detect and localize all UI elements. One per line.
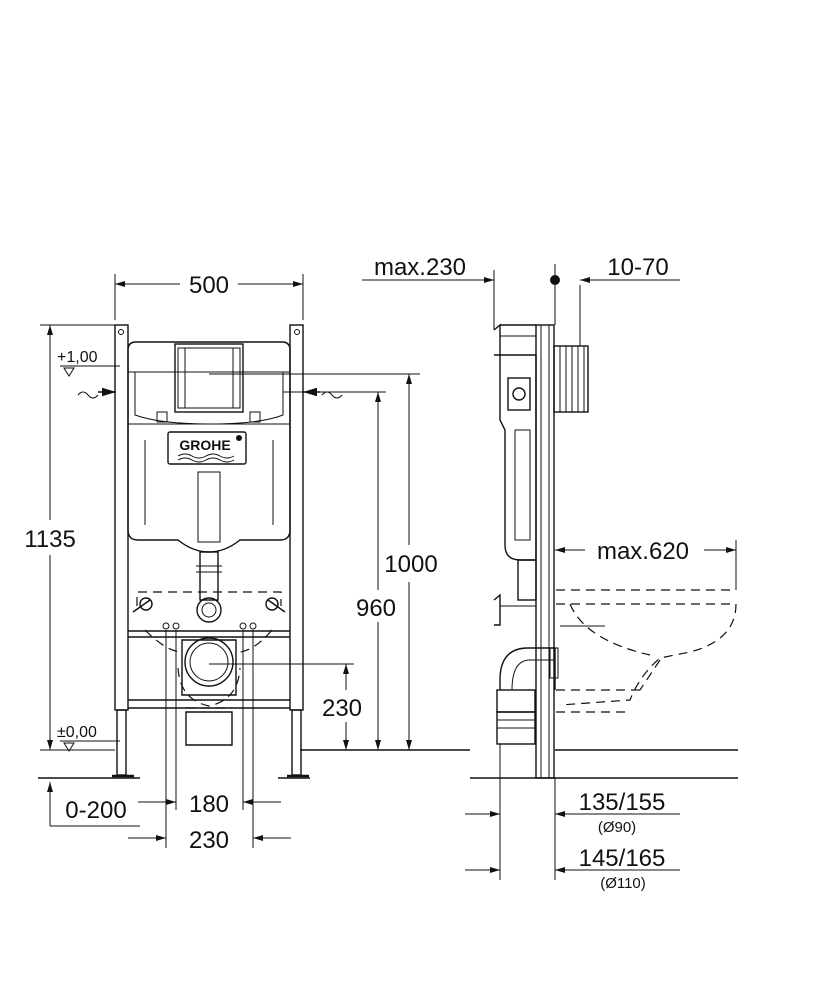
actuator-thread — [553, 345, 589, 413]
flush-plate-opening — [174, 343, 244, 413]
cistern: GROHE — [127, 341, 291, 553]
dim-height-1135: 1135 — [24, 324, 115, 751]
side-waste-pipe — [496, 647, 556, 745]
side-view: max.230 10-70 max.620 135/155 (Ø90) — [362, 254, 738, 892]
wc-bowl-outline — [549, 589, 737, 713]
outlet-90-label: 135/155 — [579, 789, 666, 816]
outlet-90-diameter: (Ø90) — [598, 819, 636, 836]
spacing-180-label: 180 — [189, 791, 229, 818]
offset-label: 0-200 — [65, 797, 126, 824]
flush-connection — [132, 551, 286, 653]
wall-adjust-label: 10-70 — [607, 254, 668, 281]
dim-10-70: 10-70 — [550, 254, 680, 346]
width-label: 500 — [189, 272, 229, 299]
dim-height-230: 230 — [322, 664, 362, 750]
side-cistern — [499, 354, 537, 601]
dim-max-620: max.620 — [555, 538, 737, 590]
dim-height-1000: 1000 — [384, 374, 438, 750]
dim-height-960: 960 — [283, 391, 396, 750]
dim-offset-0-200: 0-200 — [47, 782, 140, 827]
bowl-projection-label: max.620 — [597, 538, 689, 565]
max-depth-label: max.230 — [374, 254, 466, 281]
dim-spacing-230: 230 — [128, 630, 291, 854]
spacing-230-label: 230 — [189, 827, 229, 854]
outlet-110-diameter: (Ø110) — [600, 875, 646, 892]
height-total-label: 1135 — [24, 526, 76, 553]
level-marker-zero: ±0,00 — [57, 724, 120, 752]
height-230-label: 230 — [322, 695, 362, 722]
height-1000-label: 1000 — [384, 551, 437, 578]
level-marker-top: +1,00 — [57, 349, 120, 377]
dim-max-230: max.230 — [362, 254, 495, 330]
level-top-label: +1,00 — [57, 349, 98, 366]
frame — [112, 324, 309, 778]
dim-135-155: 135/155 (Ø90) — [465, 744, 680, 880]
dim-145-165: 145/165 (Ø110) — [465, 845, 680, 892]
dim-width-500: 500 — [114, 272, 304, 320]
outlet-110-label: 145/165 — [579, 845, 666, 872]
level-zero-label: ±0,00 — [57, 724, 97, 741]
waste-outlet — [177, 637, 241, 746]
front-view: GROHE — [24, 272, 470, 854]
side-frame — [493, 323, 555, 779]
brand-text: GROHE — [179, 437, 230, 453]
grohe-badge — [167, 431, 247, 465]
height-960-label: 960 — [356, 595, 396, 622]
water-supply-right — [303, 387, 343, 399]
dim-spacing-180: 180 — [138, 630, 281, 818]
water-supply-left — [77, 387, 116, 399]
